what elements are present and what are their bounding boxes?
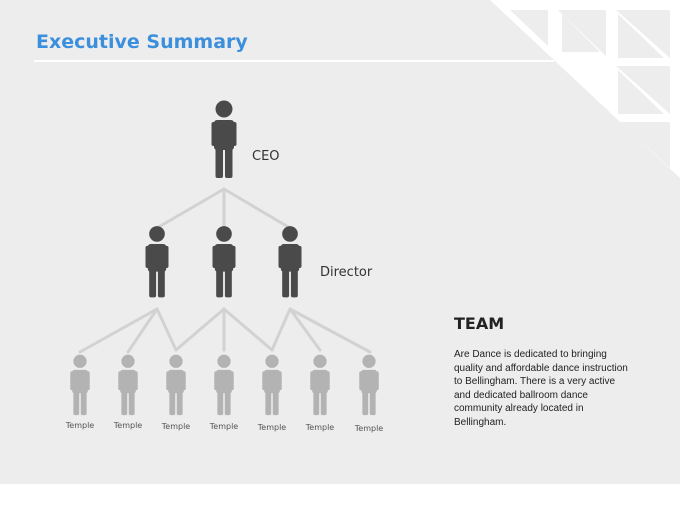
temple-label-4: Temple: [209, 422, 239, 431]
temple-figure-5: [262, 354, 282, 416]
temple-label-3: Temple: [161, 422, 191, 431]
team-heading: TEAM: [454, 314, 505, 333]
ceo-label: CEO: [252, 149, 280, 164]
temple-figures: [70, 354, 379, 416]
ceo-figure: [211, 100, 237, 178]
page-title: Executive Summary: [36, 31, 248, 53]
temple-figure-4: [214, 354, 234, 416]
temple-figure-3: [166, 354, 186, 416]
temple-label-5: Temple: [257, 423, 287, 432]
temple-figure-1: [70, 354, 90, 416]
director-label: Director: [320, 265, 373, 280]
title-underline: [34, 60, 554, 62]
org-chart-graphic: [70, 0, 680, 416]
temple-figure-2: [118, 354, 138, 416]
slide: Executive Summary CEO Director Temple Te…: [0, 0, 680, 484]
temple-label-2: Temple: [113, 421, 143, 430]
temple-label-1: Temple: [65, 421, 95, 430]
temple-label-7: Temple: [354, 424, 384, 433]
temple-figure-6: [310, 354, 330, 416]
director-figure-2: [212, 226, 236, 298]
temple-label-6: Temple: [305, 423, 335, 432]
corner-triangle-pattern: [490, 0, 680, 178]
director-figures: [145, 226, 302, 298]
team-description: Are Dance is dedicated to bringing quali…: [454, 349, 628, 428]
connector-lines: [78, 187, 372, 354]
temple-figure-7: [359, 354, 379, 416]
corner-gray-tiles: [510, 10, 670, 168]
director-figure-1: [145, 226, 169, 298]
director-figure-3: [278, 226, 302, 298]
